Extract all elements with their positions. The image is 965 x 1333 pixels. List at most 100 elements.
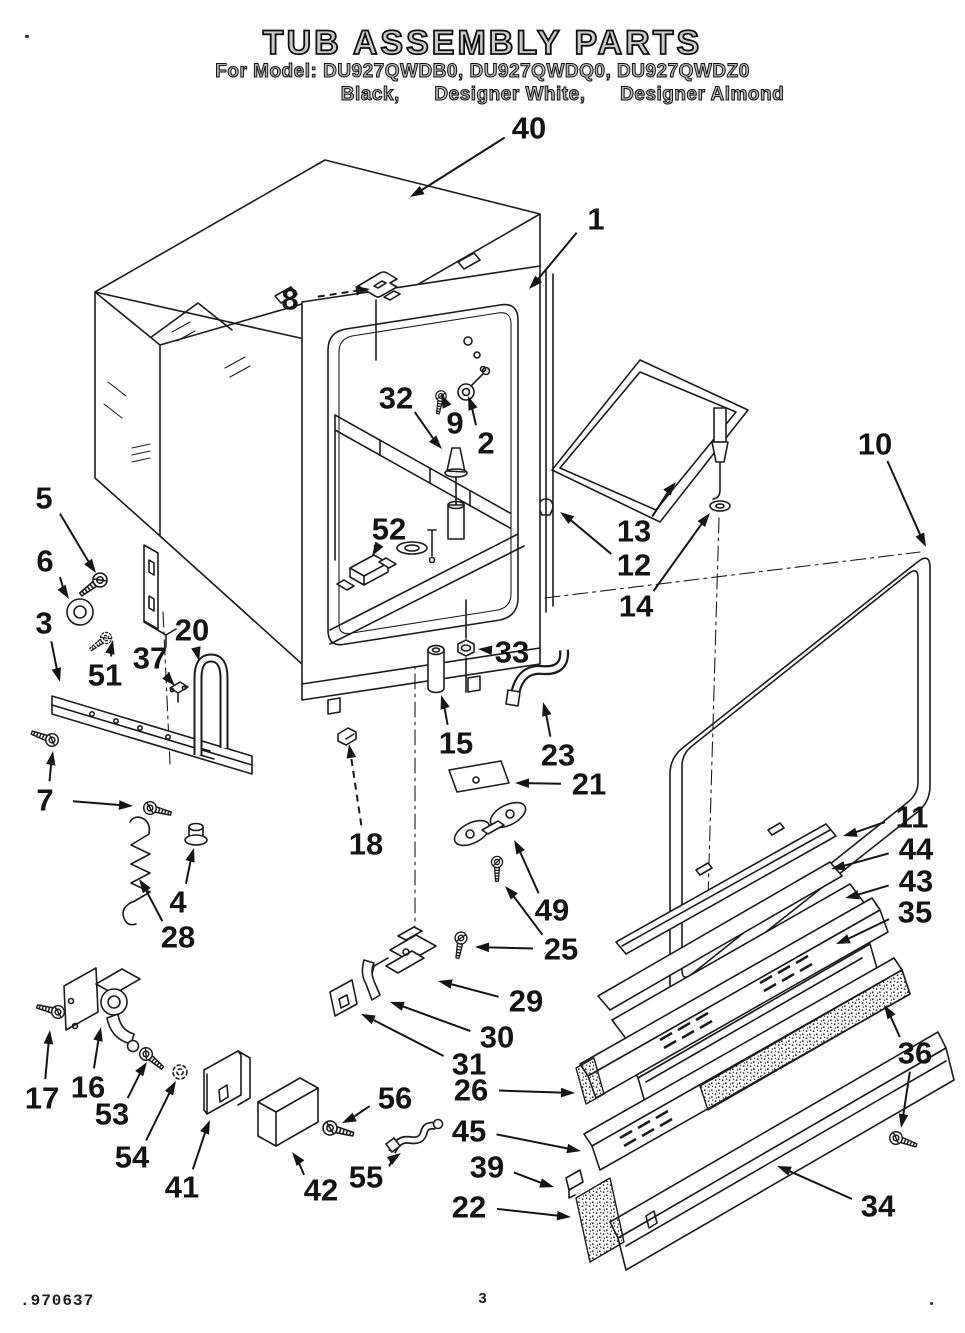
svg-text:3: 3 [35,606,52,641]
screw-25a [490,855,504,882]
overfill-float [444,447,468,540]
callout-20: 20 [175,613,209,661]
model-line: For Model: DU927QWDB0, DU927QWDQ0, DU927… [215,61,750,83]
callout-7: 7 [36,751,133,818]
svg-text:1: 1 [587,202,604,237]
drain-hose-20 [193,653,229,755]
svg-text:52: 52 [372,512,406,547]
trim-strip-11 [615,822,837,955]
screw-25b [450,930,469,960]
water-inlet-valve-16 [63,967,141,1053]
svg-text:10: 10 [858,427,892,462]
callout-35: 35 [836,895,932,944]
svg-text:33: 33 [495,635,529,670]
callout-37: 37 [133,641,175,686]
tub-body [94,213,541,665]
callout-30: 30 [390,1001,514,1055]
svg-text:34: 34 [861,1189,896,1224]
callout-1: 1 [529,202,605,289]
svg-text:51: 51 [88,658,122,693]
doc-number: .970637 [20,1292,95,1310]
latch-plate-31 [329,979,358,1017]
callout-51: 51 [88,640,122,693]
svg-text:9: 9 [446,406,463,441]
latch-lever-30 [361,959,381,1001]
callout-13: 13 [617,482,676,549]
svg-text:13: 13 [617,514,651,549]
callout-18: 18 [346,744,383,862]
callout-8: 8 [281,282,370,317]
callout-26: 26 [454,1073,575,1108]
svg-text:36: 36 [898,1036,932,1071]
svg-text:39: 39 [470,1150,504,1185]
colors-line: Black, Designer White, Designer Almond [340,84,785,106]
svg-text:37: 37 [133,641,167,676]
callout-25: 25 [475,886,578,967]
clip-39 [565,1169,584,1199]
svg-text:8: 8 [281,282,298,317]
bracket-42 [257,1077,319,1147]
thermostat-bracket-52 [336,554,397,591]
callout-3: 3 [35,606,61,682]
rack-track [551,359,749,523]
callout-52: 52 [372,512,406,556]
callout-42: 42 [292,1152,338,1208]
callout-4: 4 [169,848,195,920]
insulation-sheet-44 [597,861,843,1011]
svg-text:44: 44 [899,832,934,867]
svg-text:53: 53 [95,1097,129,1132]
page-number: 3 [478,1290,487,1307]
hose-55 [385,1118,444,1154]
svg-text:22: 22 [452,1190,486,1225]
screw-7b [141,799,174,821]
callout-28: 28 [139,879,195,955]
svg-text:49: 49 [535,893,569,928]
callout-31: 31 [361,1014,486,1082]
svg-text:2: 2 [477,426,494,461]
scan-speck [25,35,29,38]
svg-text:55: 55 [349,1160,383,1195]
callout-29: 29 [438,979,543,1019]
callout-33: 33 [478,635,529,670]
svg-text:31: 31 [452,1047,486,1082]
callout-14: 14 [619,513,710,624]
screw-17 [34,999,67,1021]
hose-23 [505,649,570,707]
svg-text:11: 11 [896,800,929,835]
callout-45: 45 [452,1114,581,1154]
svg-text:14: 14 [619,589,654,624]
svg-text:12: 12 [617,548,651,583]
callout-55: 55 [349,1153,401,1195]
svg-text:23: 23 [541,738,575,773]
callout-17: 17 [25,1030,59,1116]
tub-interior [329,336,525,645]
callout-41: 41 [165,1120,210,1205]
svg-text:30: 30 [480,1020,514,1055]
callout-11: 11 [843,800,928,837]
callout-16: 16 [71,1027,105,1105]
insulation-block-22 [575,1177,625,1263]
vent-panel-45 [583,957,911,1171]
callout-56: 56 [342,1081,412,1123]
svg-text:17: 17 [25,1081,59,1116]
svg-text:15: 15 [439,726,473,761]
grommet-4 [184,822,208,846]
wing-bracket-49 [453,801,527,847]
callout-5: 5 [35,481,96,573]
callout-21: 21 [515,767,606,802]
svg-text:5: 5 [35,481,52,516]
callout-15: 15 [439,695,473,761]
rinse-aid-washer [709,500,731,512]
pad-21 [448,760,510,793]
svg-text:26: 26 [454,1073,488,1108]
callout-40: 40 [410,111,546,197]
callout-49: 49 [514,840,569,928]
callout-2: 2 [468,396,495,461]
svg-text:54: 54 [115,1140,150,1175]
washer-54 [172,1064,188,1080]
screw-7a [28,725,61,749]
fill-check-valve [711,407,729,500]
